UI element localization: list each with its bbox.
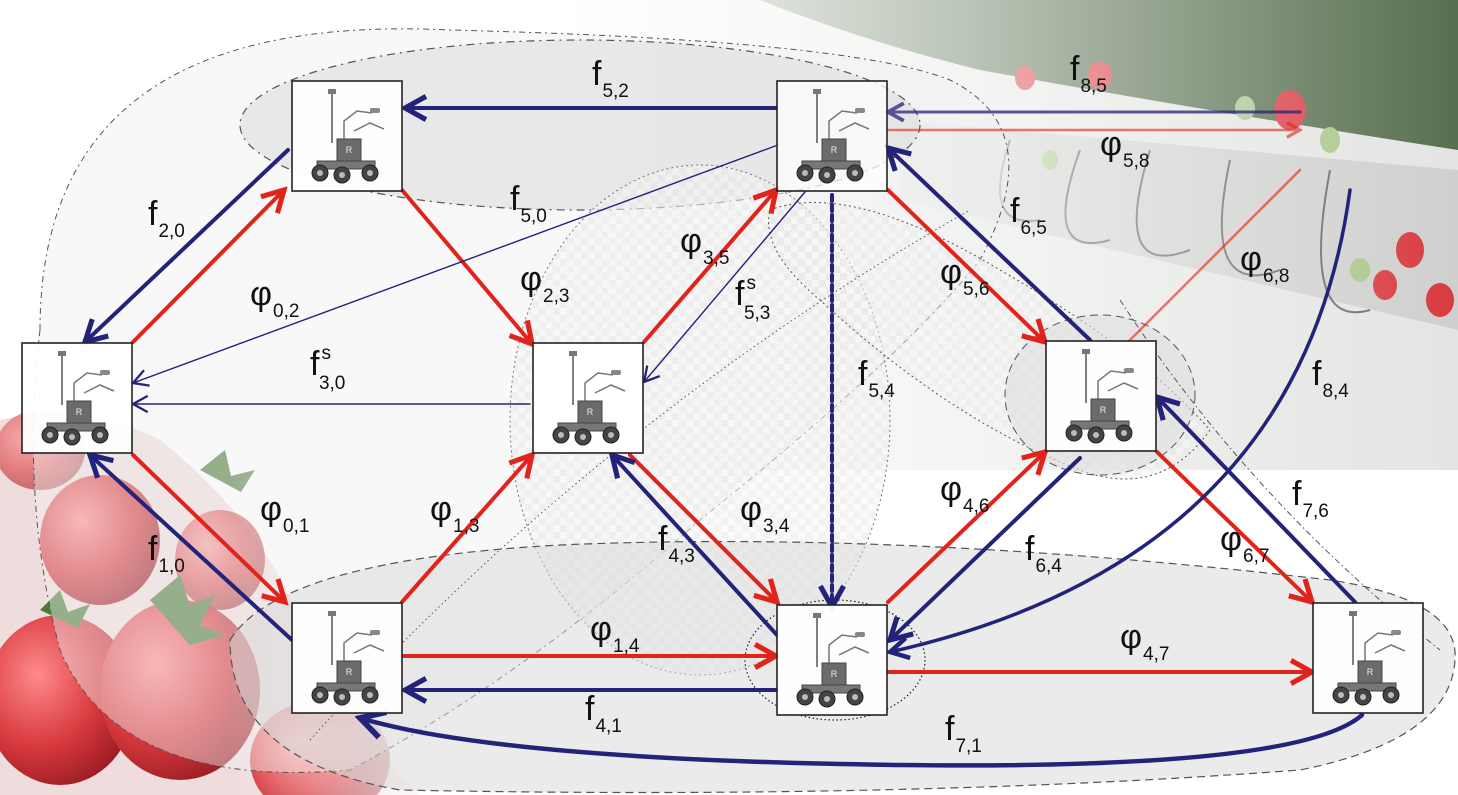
edge-label-f-5-2: f5,2 [592,55,629,102]
edge-label-phi-1-4: φ1,4 [590,610,640,657]
robot-badge: R [76,407,83,417]
node-state-5: R [776,80,888,192]
edge-f-5-0 [130,144,779,387]
edge-label-f-4-3: f4,3 [658,520,695,567]
nodes-layer: R R R R R R R R [21,80,1424,716]
robot-badge: R [346,667,353,677]
edge-label-phi-3-5: φ3,5 [680,222,729,269]
edge-label-f-5-0: f5,0 [510,180,547,227]
edge-phi-6-7 [1155,450,1312,602]
edge-label-f-6-4: f6,4 [1025,530,1062,577]
edge-label-f-6-5: f6,5 [1010,192,1047,239]
edge-f-7-6 [1157,397,1357,604]
edge-f-1-0 [90,455,294,642]
edge-label-f-4-1: f4,1 [585,690,622,737]
edge-label-phi-4-7: φ4,7 [1120,618,1169,665]
node-state-7: R [1312,602,1424,714]
edge-label-phi-3-4: φ3,4 [740,490,790,537]
edge-phi-2-3 [400,188,532,344]
edge-phi-5-6 [886,188,1045,342]
robot-harvester-icon: R [311,89,385,184]
robot-harvester-icon: R [796,613,870,708]
edge-f-7-1 [360,715,1365,768]
edge-phi-4-6 [886,452,1045,604]
node-state-2: R [291,80,403,192]
edge-f-8-4 [890,188,1352,652]
edge-f-2-0 [85,148,290,342]
edge-phi-3-4 [628,453,777,602]
robot-harvester-icon: R [1065,349,1139,444]
node-state-1: R [291,602,403,714]
edge-label-phi-1-3: φ1,3 [430,490,479,537]
greenhouse-photo-background [560,0,1458,470]
edge-phi-6-8 [1126,168,1302,344]
robot-badge: R [831,145,838,155]
edge-phi-1-3 [400,455,532,604]
edge-f-5-3 [642,191,806,384]
node-state-0: R [21,342,133,454]
edge-phi-0-1 [131,453,285,602]
edge-label-f-2-0: f2,0 [148,195,185,242]
edge-label-f-7-6: f7,6 [1292,475,1329,522]
node-state-6: R [1045,340,1157,452]
labels-layer: φ0,2 φ0,1 φ2,3 φ1,3 φ1,4 φ3,5 φ3,4 φ5,6 φ5,8 φ6,8… [148,50,1349,757]
node-state-4: R [776,604,888,716]
robot-harvester-icon: R [552,351,626,446]
edge-label-f-8-4: f8,4 [1312,355,1349,402]
edge-f-6-5 [888,148,1092,342]
edge-label-phi-5-6: φ5,6 [940,253,989,300]
edge-phi-3-5 [642,190,776,344]
robot-harvester-icon: R [796,89,870,184]
edge-f-4-3 [612,455,779,637]
robot-harvester-icon: R [41,351,115,446]
robot-badge: R [346,145,353,155]
edge-label-phi-6-7: φ6,7 [1220,520,1269,567]
robot-badge: R [1367,667,1374,677]
robot-badge: R [831,669,838,679]
robot-harvester-icon: R [1332,611,1406,706]
edge-label-phi-6-8: φ6,8 [1240,240,1289,287]
edge-label-f-7-1: f7,1 [945,710,982,757]
edge-f-6-4 [890,456,1082,640]
edge-label-phi-0-2: φ0,2 [250,275,299,322]
node-state-3: R [532,342,644,454]
edge-label-f-8-5: f8,5 [1070,50,1107,97]
edge-label-phi-4-6: φ4,6 [940,470,989,517]
edge-label-f-5-4: f5,4 [858,355,895,402]
robot-harvester-icon: R [311,611,385,706]
robot-badge: R [587,407,594,417]
edge-label-phi-2-3: φ2,3 [520,260,569,307]
robot-badge: R [1100,405,1107,415]
edge-label-phi-5-8: φ5,8 [1100,125,1149,172]
edges-layer [85,108,1365,768]
edge-phi-0-2 [131,190,284,344]
edge-label-f-1-0: f1,0 [148,530,185,577]
edge-label-phi-0-1: φ0,1 [260,490,309,537]
